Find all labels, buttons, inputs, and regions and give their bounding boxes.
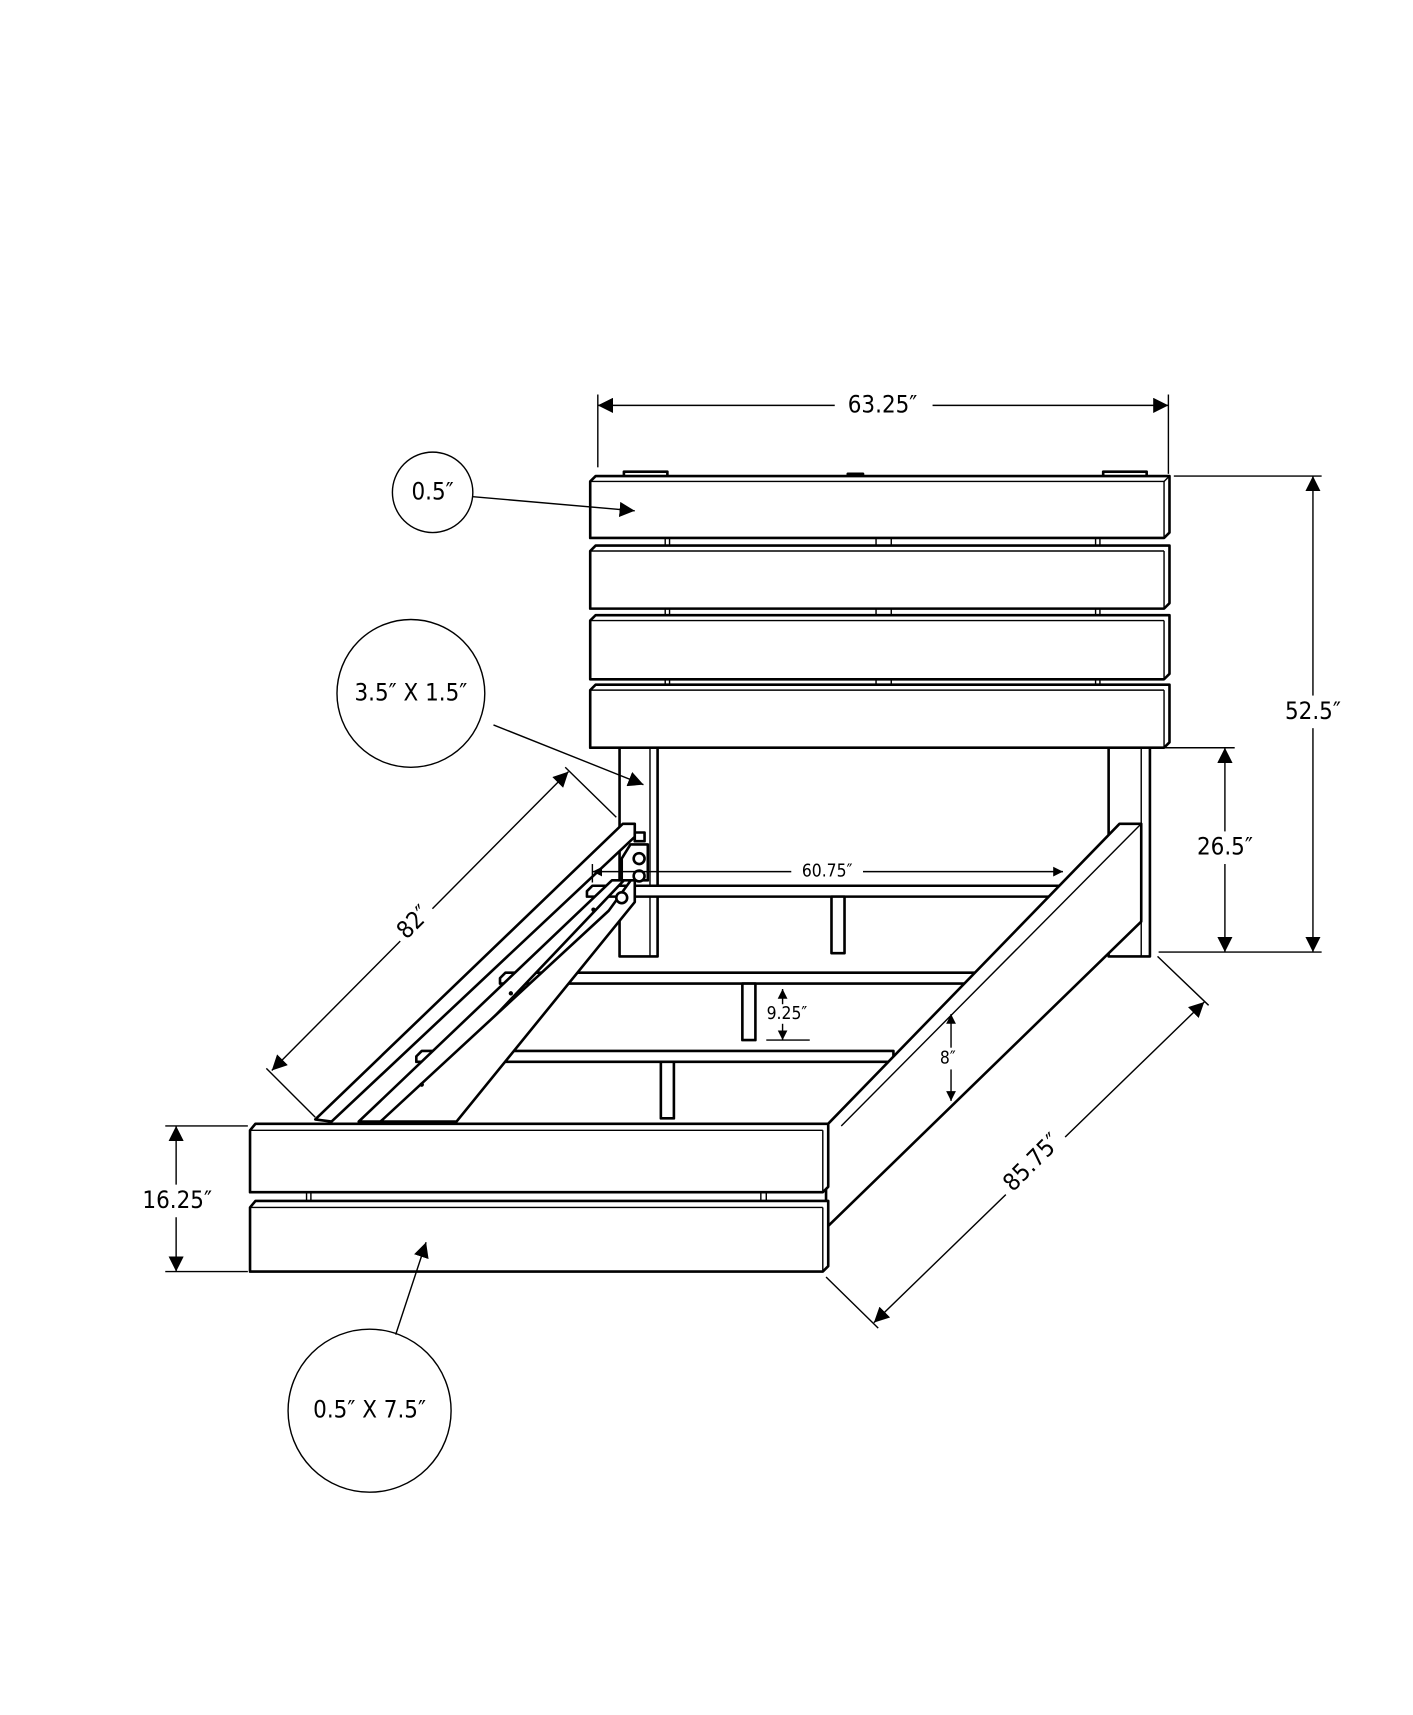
dimension-post-height: 26.5″ <box>1152 747 1268 953</box>
label-footboard-height: 16.25″ <box>142 1186 212 1214</box>
dimension-rail-length: 82″ <box>265 766 617 1118</box>
callout-post: 3.5″ X 1.5″ <box>336 618 644 787</box>
headboard-panel <box>588 474 1171 540</box>
dimension-footboard-height: 16.25″ <box>130 1125 248 1273</box>
footboard <box>248 1122 830 1273</box>
label-rail-height: 8″ <box>940 1049 956 1069</box>
headboard-panel <box>588 613 1171 681</box>
headboard-panel <box>588 544 1171 610</box>
callout-label-panel-thickness: 0.5″ <box>412 477 454 505</box>
dimension-total-height: 52.5″ <box>1158 475 1355 953</box>
label-slat-leg: 9.25″ <box>767 1004 808 1024</box>
headboard-panels <box>588 470 1171 750</box>
label-total-height: 52.5″ <box>1285 697 1341 725</box>
label-inner-width: 60.75″ <box>802 862 853 882</box>
dimension-inner-width: 60.75″ <box>591 860 1063 883</box>
callout-headboard-panel: 0.5″ <box>391 451 635 534</box>
callout-footboard-panel: 0.5″ X 7.5″ <box>287 1242 452 1493</box>
callout-label-footboard-panel: 0.5″ X 7.5″ <box>313 1396 426 1424</box>
dimension-headboard-width: 63.25″ <box>597 389 1170 474</box>
label-post-height: 26.5″ <box>1197 833 1253 861</box>
label-headboard-width: 63.25″ <box>848 390 918 418</box>
callout-label-post-size: 3.5″ X 1.5″ <box>354 678 467 706</box>
dimension-slat-leg: 9.25″ <box>760 989 814 1041</box>
headboard-panel <box>588 683 1171 750</box>
